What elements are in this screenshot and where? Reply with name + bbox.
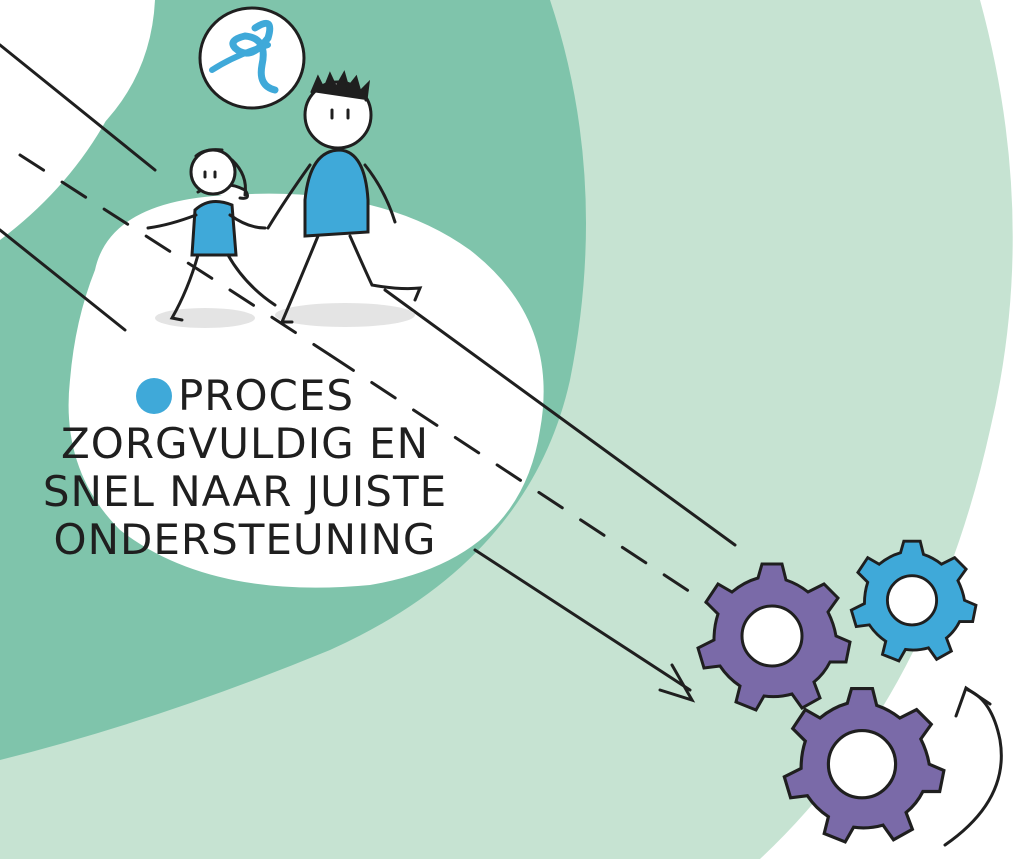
curved-arrow-icon — [943, 685, 1003, 847]
bullet-icon — [135, 378, 172, 414]
caption-line-3: SNEL NAAR JUISTE — [42, 467, 448, 516]
ribbon-logo-icon — [198, 6, 306, 110]
caption-line-4: ONDERSTEUNING — [53, 515, 437, 564]
child-figure — [146, 148, 277, 322]
caption-line-1-text: PROCES — [177, 371, 355, 420]
purple-gear-icon — [696, 562, 852, 712]
process-caption: PROCES ZORGVULDIG EN SNEL NAAR JUISTE ON… — [30, 372, 460, 564]
purple-gear-icon — [782, 687, 946, 844]
white-corner — [0, 0, 155, 190]
arrow-head — [658, 663, 696, 703]
caption-line-2: ZORGVULDIG EN — [60, 419, 429, 468]
shadow-adult — [275, 303, 415, 327]
caption-line-1: PROCES — [30, 372, 460, 420]
arrow-shaft — [473, 548, 692, 692]
adult-figure — [266, 70, 423, 324]
white-blob — [68, 193, 544, 588]
shadow-child — [155, 308, 255, 328]
blue-gear-icon — [849, 539, 978, 663]
